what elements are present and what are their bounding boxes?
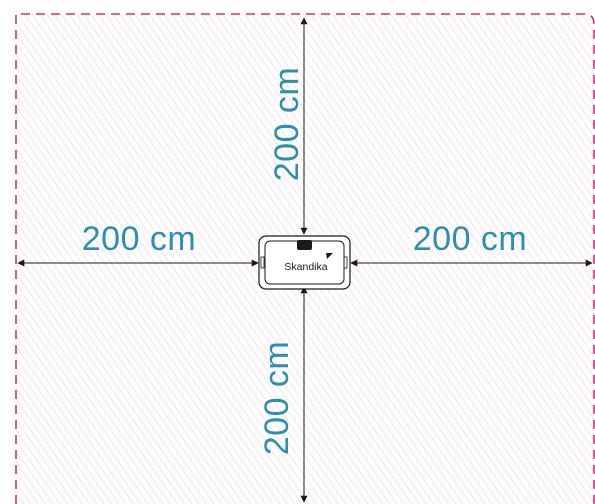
dimension-label-right: 200 cm [413,220,528,258]
device-outer-frame [258,235,351,290]
dimension-label-bottom: 200 cm [258,341,296,456]
device-brand-label: Skandika [284,261,327,273]
dimension-label-left: 200 cm [82,220,197,258]
device-left-connector [260,256,265,269]
device-display-tab [297,240,312,250]
clearance-zone-border [15,13,595,504]
dimension-label-top: 200 cm [268,67,306,182]
skandika-logo-mark-icon [326,253,333,259]
device-top-view: Skandika [258,235,351,290]
device-right-connector [343,256,348,269]
